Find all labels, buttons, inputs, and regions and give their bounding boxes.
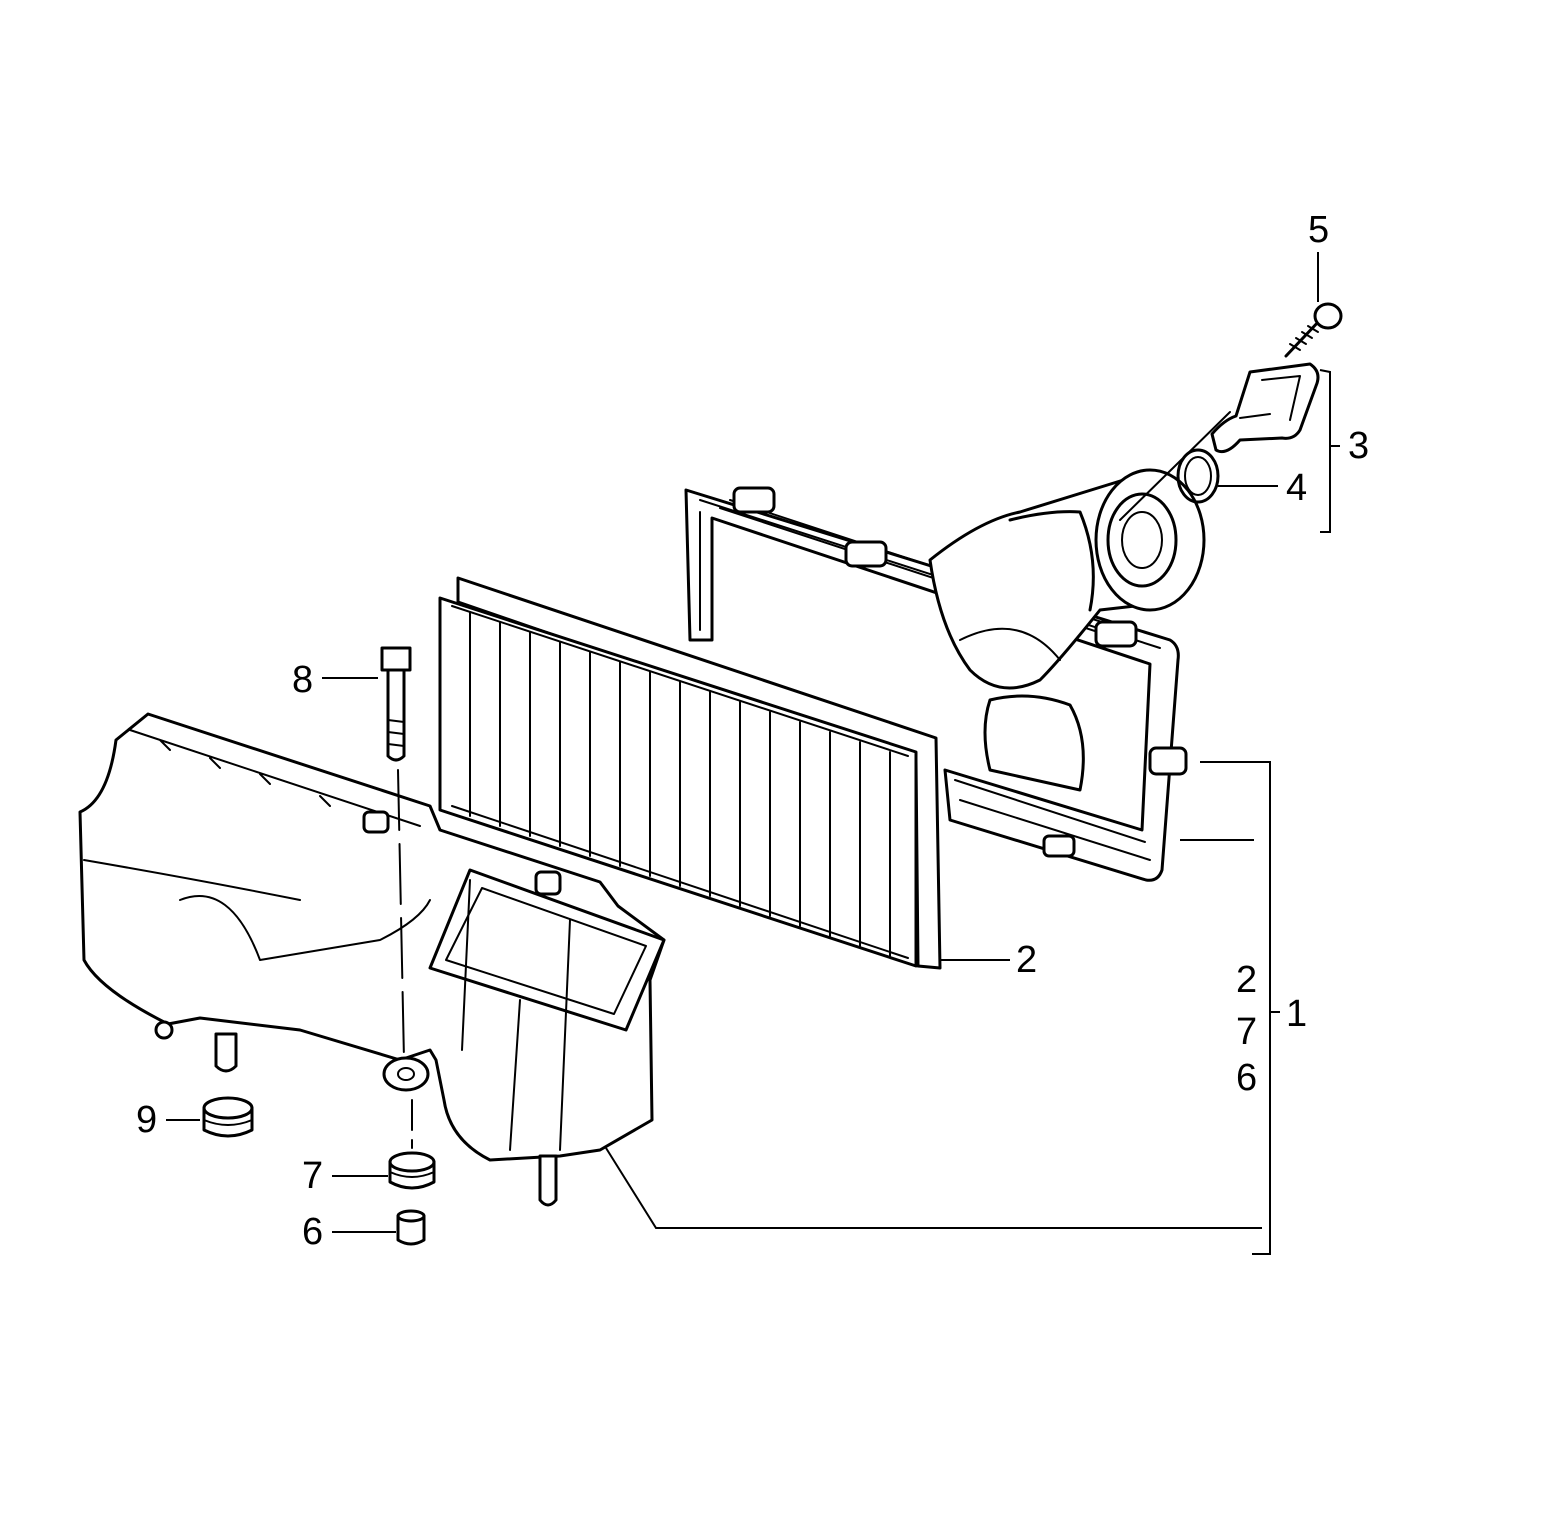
rubber-mount-9 [202, 1096, 254, 1138]
callout-7-list: 7 [1236, 1011, 1257, 1053]
spacer-sleeve-6 [396, 1209, 426, 1246]
lower-housing [78, 712, 666, 1207]
callout-2-filter: 2 [1016, 939, 1037, 981]
air-flow-sensor [1119, 362, 1320, 521]
upper-housing [684, 468, 1206, 882]
filter-pleats [469, 611, 891, 957]
callout-2-list: 2 [1236, 959, 1257, 1001]
callout-6: 6 [302, 1211, 323, 1253]
callout-6-list: 6 [1236, 1057, 1257, 1099]
callout-1: 1 [1286, 993, 1307, 1035]
callout-3: 3 [1348, 425, 1369, 467]
callout-4: 4 [1286, 467, 1307, 509]
callout-labels: 5 3 4 8 2 2 7 6 1 9 7 6 [136, 209, 1369, 1253]
leader-lines [166, 252, 1340, 1255]
bolt [380, 646, 412, 1061]
screw [1284, 302, 1343, 358]
callout-7: 7 [302, 1155, 323, 1197]
o-ring [1176, 448, 1220, 504]
callout-8: 8 [292, 659, 313, 701]
filter-element [438, 576, 942, 970]
rubber-grommet-7 [388, 1099, 436, 1190]
callout-5: 5 [1308, 209, 1329, 251]
callout-9: 9 [136, 1099, 157, 1141]
